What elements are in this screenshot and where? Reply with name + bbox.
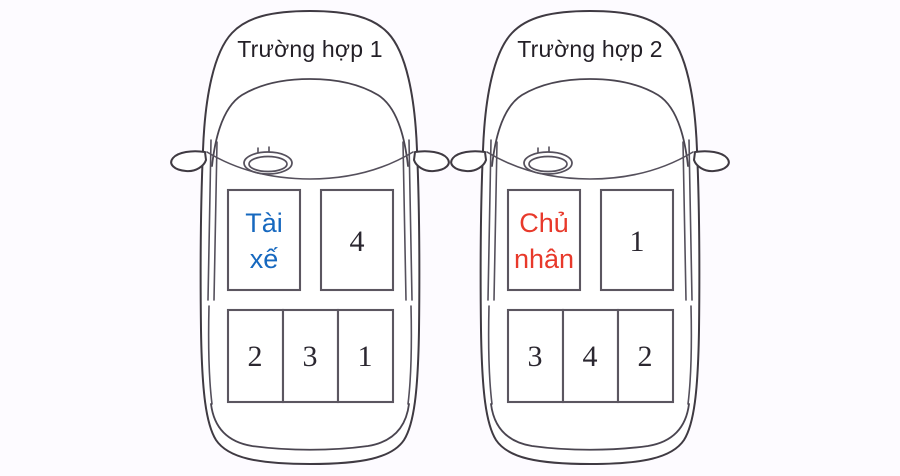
car-1-group: Trường hợp 1 Tài xế 4 2 3 1 xyxy=(170,10,450,465)
car-hood xyxy=(491,78,689,167)
car-2-title: Trường hợp 2 xyxy=(517,36,663,62)
car-1-driver-label-line2: xế xyxy=(250,244,279,274)
right-side-mirror xyxy=(693,150,730,173)
car-cowl xyxy=(206,151,414,180)
left-door-pillar-2 xyxy=(493,141,498,301)
left-rear-door-line xyxy=(487,305,493,405)
front-passenger-seat-box[interactable] xyxy=(319,188,395,292)
left-side-mirror xyxy=(170,150,207,173)
rear-seat-box-middle[interactable] xyxy=(561,308,620,404)
car-1-title: Trường hợp 1 xyxy=(237,36,383,62)
right-rear-door-line xyxy=(407,305,413,405)
car-2-front-passenger-number: 1 xyxy=(630,225,645,258)
steering-wheel-inner xyxy=(248,155,288,173)
left-rear-door-line xyxy=(207,305,213,405)
rear-seat-box-right[interactable] xyxy=(616,308,675,404)
rear-seat-box-left[interactable] xyxy=(506,308,565,404)
car-trunk xyxy=(490,403,690,451)
driver-seat-box[interactable] xyxy=(226,188,302,292)
car-1-front-passenger-number: 4 xyxy=(350,225,365,258)
car-1-driver-label-line1: Tài xyxy=(245,208,283,238)
owner-seat-box[interactable] xyxy=(506,188,582,292)
left-door-pillar xyxy=(487,139,492,301)
car-trunk xyxy=(210,403,410,451)
left-side-mirror xyxy=(450,150,487,173)
rear-seat-box-left[interactable] xyxy=(226,308,285,404)
car-2-owner-label-line1: Chủ xyxy=(519,208,569,238)
car-2-rear-number-left: 3 xyxy=(528,340,543,373)
right-door-pillar-2 xyxy=(682,141,687,301)
rear-seat-box-middle[interactable] xyxy=(281,308,340,404)
car-cowl xyxy=(486,151,694,180)
car-1-rear-number-middle: 3 xyxy=(303,340,318,373)
right-door-pillar-2 xyxy=(402,141,407,301)
rear-seat-box-right[interactable] xyxy=(336,308,395,404)
car-1-rear-number-right: 1 xyxy=(358,340,373,373)
steering-wheel-inner xyxy=(528,155,568,173)
car-2-rear-number-right: 2 xyxy=(638,340,653,373)
front-passenger-seat-box[interactable] xyxy=(599,188,675,292)
car-1-rear-number-left: 2 xyxy=(248,340,263,373)
car-hood xyxy=(211,78,409,167)
left-door-pillar-2 xyxy=(213,141,218,301)
right-door-pillar xyxy=(688,139,693,301)
right-door-pillar xyxy=(408,139,413,301)
car-2-group: Trường hợp 2 Chủ nhân 1 3 4 2 xyxy=(450,10,730,465)
car-2-rear-number-middle: 4 xyxy=(583,340,598,373)
right-rear-door-line xyxy=(687,305,693,405)
right-side-mirror xyxy=(413,150,450,173)
car-2-owner-label-line2: nhân xyxy=(514,244,574,274)
left-door-pillar xyxy=(207,139,212,301)
